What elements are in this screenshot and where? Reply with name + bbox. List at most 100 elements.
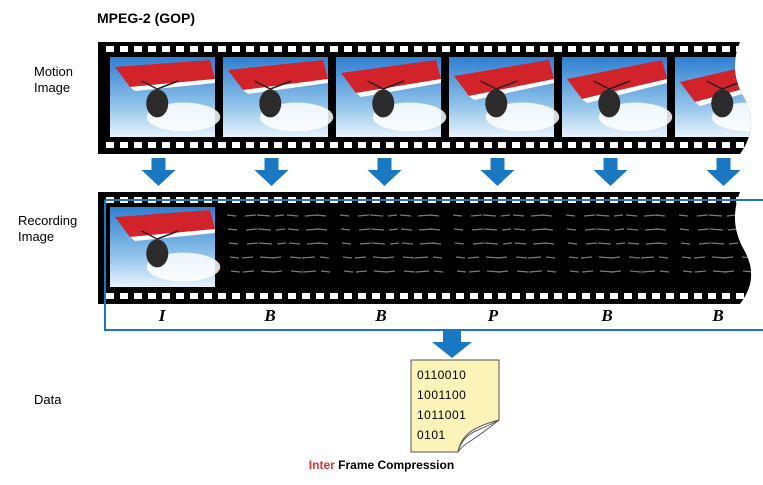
noise-stroke [741,256,752,259]
sprocket-hole [358,142,366,148]
sprocket-hole [582,46,590,52]
sprocket-hole [708,142,716,148]
frame-type-row: I B B P B B [0,306,763,330]
sprocket-hole [232,46,240,52]
sprocket-hole [344,293,352,299]
sprocket-hole [190,142,198,148]
sprocket-hole [260,46,268,52]
sprocket-hole [274,293,282,299]
noise-stroke [656,228,667,231]
sprocket-hole [148,293,156,299]
down-arrow-icon [480,158,515,186]
data-bit-row: 1001100 [417,388,467,402]
noise-stroke [373,270,388,273]
noise-stroke [595,214,610,217]
noise-stroke [527,256,542,259]
sprocket-hole [176,293,184,299]
motion-frame [110,57,221,137]
noise-stroke [260,270,275,273]
gop-outline-box [104,199,763,331]
motion-frame [223,57,334,137]
noise-stroke [432,256,443,259]
noise-stroke [389,242,400,245]
sprocket-hole [190,293,198,299]
noise-stroke [288,242,301,245]
noise-stroke [414,256,429,259]
noise-stroke [532,242,547,245]
sprocket-hole [120,293,128,299]
noise-stroke [755,271,763,272]
sprocket-hole [274,46,282,52]
sprocket-hole [372,142,380,148]
recording-frame [110,207,221,287]
noise-stroke [583,214,596,217]
sprocket-hole [568,142,576,148]
noise-stroke [516,270,529,273]
noise-stroke [302,270,317,273]
sprocket-hole [204,293,212,299]
noise-stroke [754,257,763,258]
sprocket-hole [288,142,296,148]
noise-stroke [370,228,385,231]
noise-stroke [531,228,546,231]
sprocket-hole [638,142,646,148]
sprocket-hole [302,293,310,299]
noise-stroke [655,214,666,217]
sprocket-hole [246,142,254,148]
noise-stroke [569,270,580,273]
noise-stroke [485,256,500,259]
sprocket-hole [162,293,170,299]
noise-stroke [305,228,320,231]
glider-wing [115,210,215,237]
noise-stroke [276,242,287,245]
noise-stroke [697,228,710,231]
sprocket-hole [512,293,520,299]
sprocket-hole [246,293,254,299]
pilot [598,89,621,118]
sprocket-hole [638,46,646,52]
sprocket-hole [652,46,660,52]
motion-label-text: Motion Image [34,64,74,95]
noise-stroke [371,242,386,245]
sprocket-hole [218,293,226,299]
noise-stroke [727,228,738,231]
sprocket-hole [428,142,436,148]
sprocket-hole [162,142,170,148]
sprocket-hole [120,46,128,52]
noise-stroke [581,270,594,273]
noise-stroke [226,214,237,217]
sprocket-hole [456,293,464,299]
sprocket-hole [232,142,240,148]
noise-stroke [708,214,723,217]
noise-stroke [470,214,483,217]
sprocket-hole [540,293,548,299]
noise-stroke [585,242,598,245]
sprocket-hole [680,293,688,299]
sprocket-hole [582,293,590,299]
noise-stroke [301,256,316,259]
sprocket-hole [568,46,576,52]
noise-stroke [369,214,384,217]
frame-type-label: I [158,306,166,325]
sprocket-hole [722,142,730,148]
data-bit-row: 0110010 [417,368,467,382]
noise-stroke [611,270,622,273]
noise-stroke [415,270,430,273]
noise-stroke [724,270,735,273]
noise-stroke [568,256,579,259]
noise-stroke [629,270,642,273]
sprocket-hole [330,142,338,148]
noise-stroke [657,242,668,245]
noise-stroke [513,228,526,231]
noise-stroke [712,270,727,273]
noise-stroke [545,256,556,259]
noise-stroke [693,256,706,259]
motion-frame [675,57,752,137]
motion-frame [562,57,673,137]
noise-stroke [566,228,577,231]
sprocket-hole [414,142,422,148]
noise-stroke [242,270,255,273]
noise-stroke [318,242,329,245]
noise-stroke [728,242,739,245]
noise-stroke [358,228,371,231]
